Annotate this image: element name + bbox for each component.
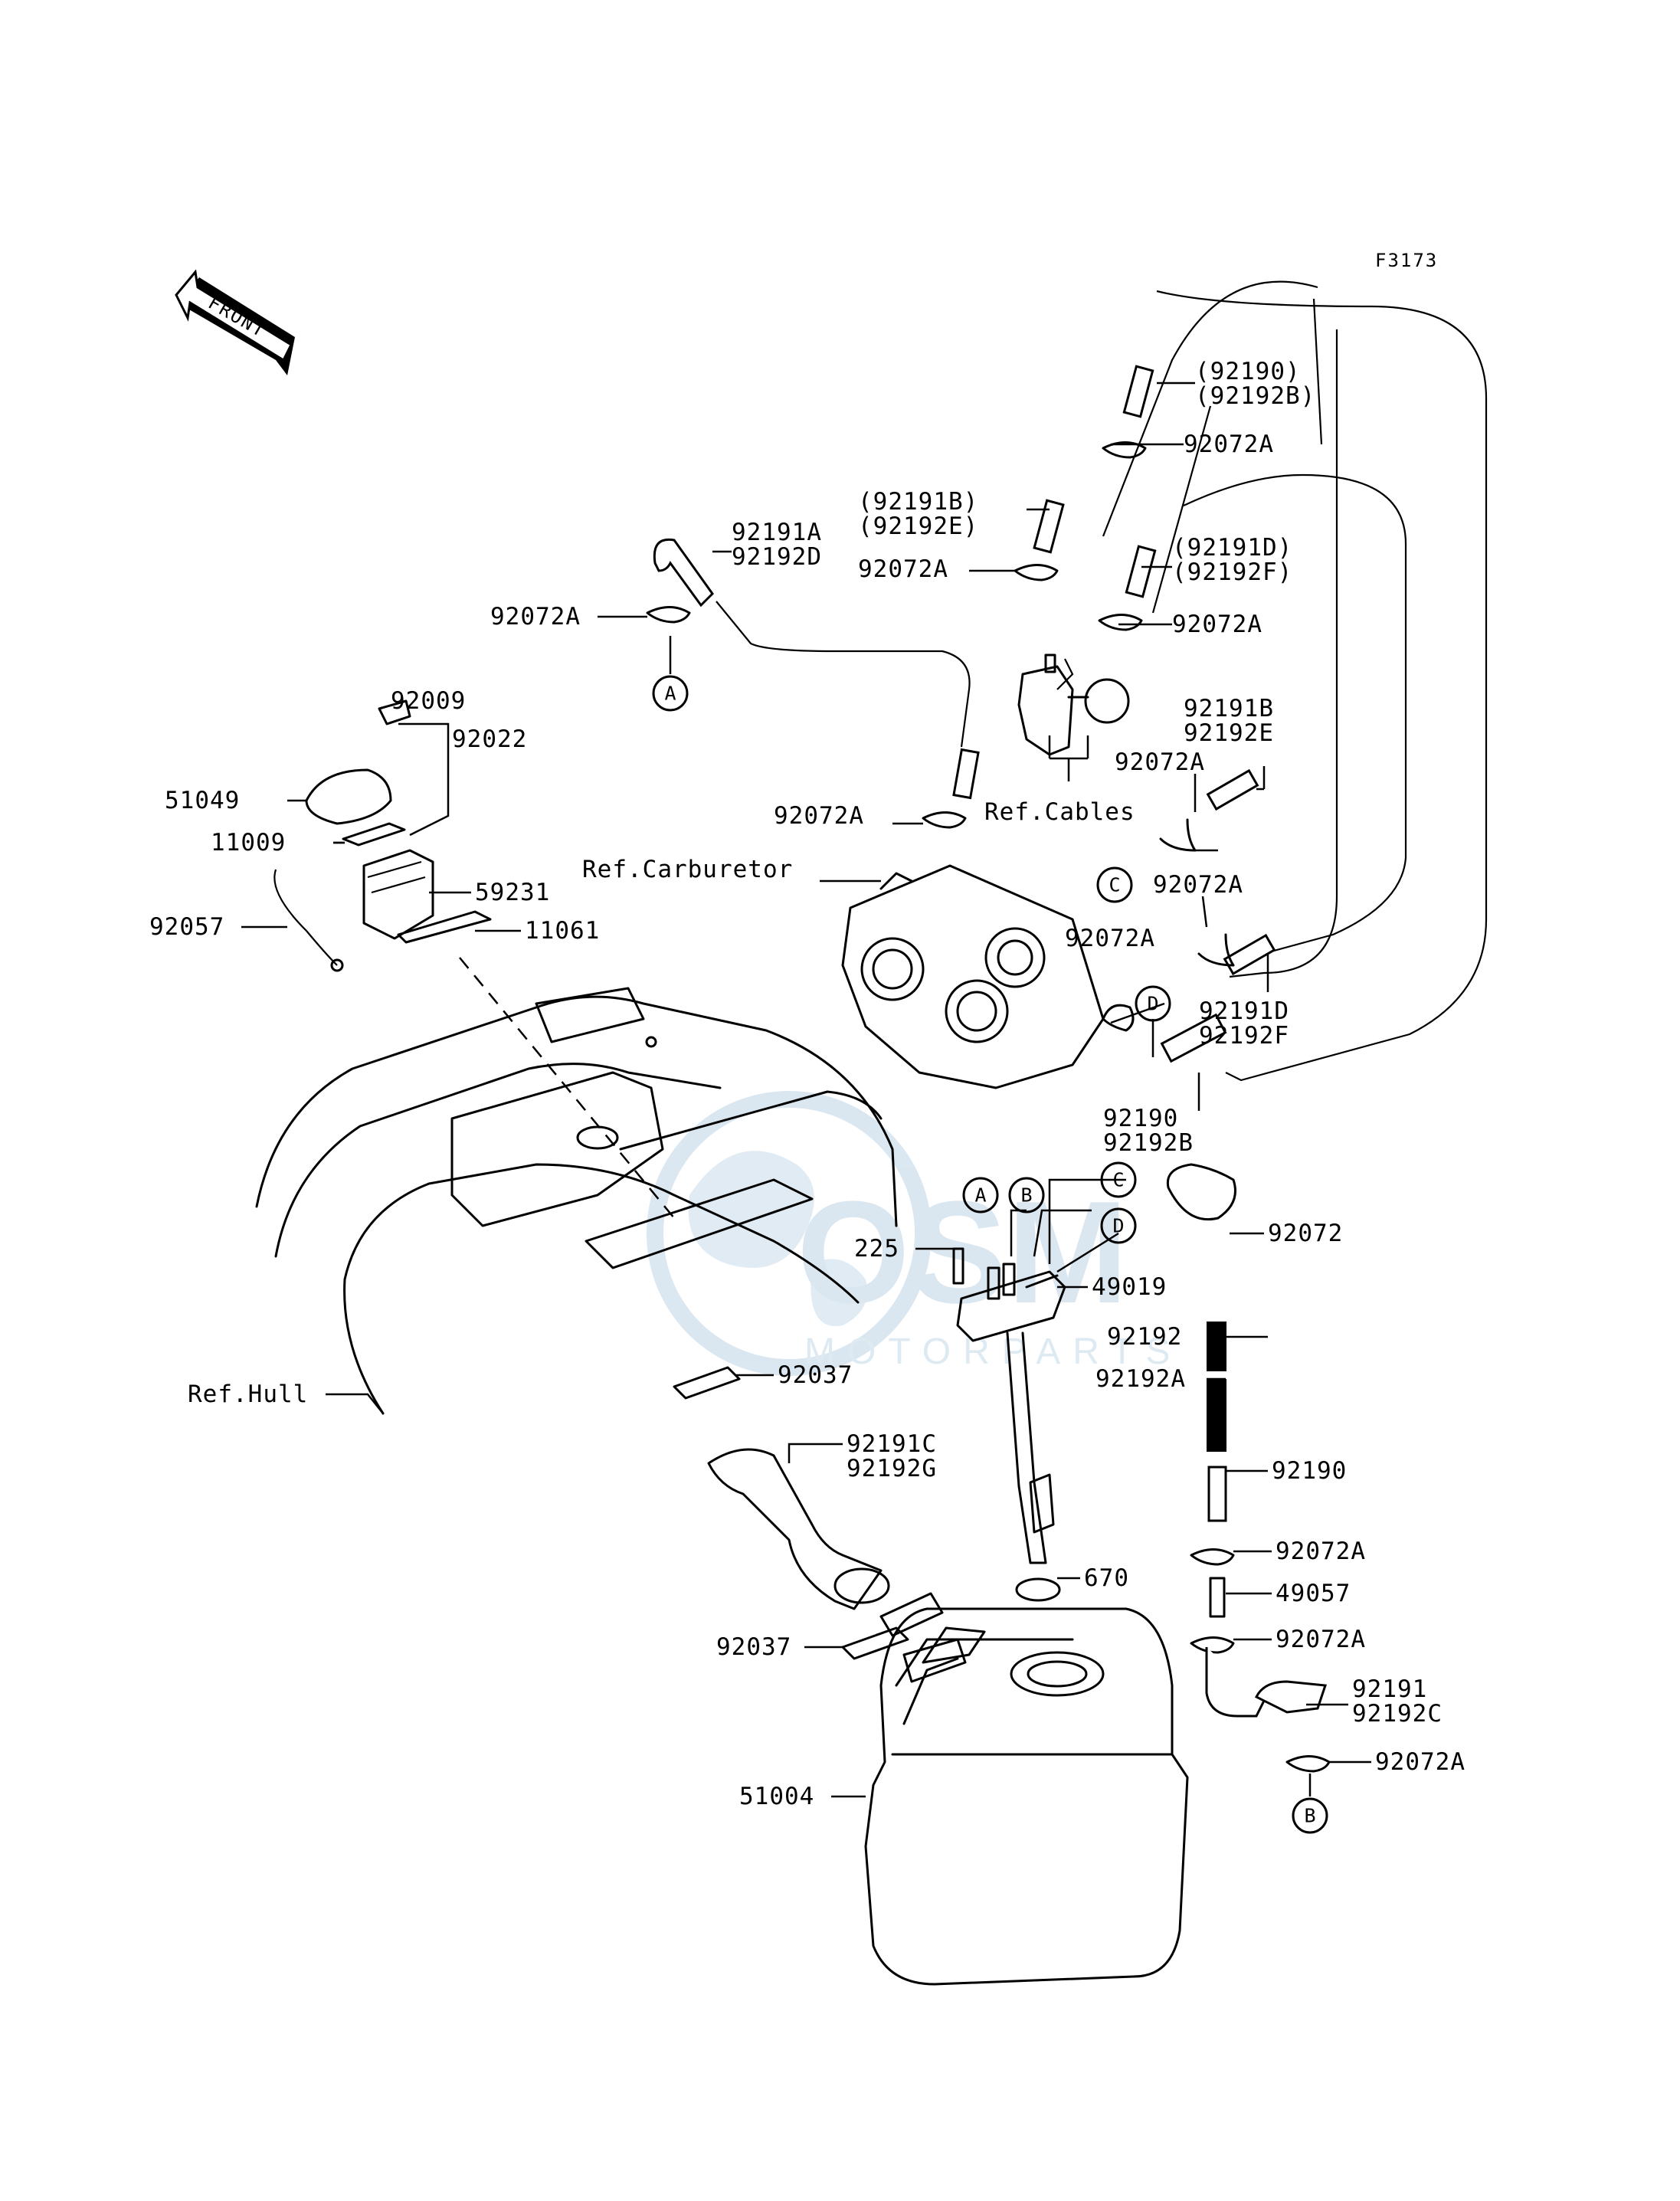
callout-markers: A C D A B C D B (652, 675, 1328, 1834)
part-label: 92192 (1107, 1323, 1182, 1351)
callout-a-top: A (652, 675, 689, 712)
part-label: 92072A (1172, 611, 1262, 638)
part-label: 92072A (1115, 748, 1205, 776)
part-label: 92192F (1199, 1022, 1289, 1050)
callout-b-bottom: B (1292, 1797, 1328, 1834)
front-arrow-icon: FRONT (175, 269, 295, 375)
callout-c-right: C (1096, 866, 1133, 903)
part-label: (92192E) (858, 513, 978, 540)
fuel-tank (864, 1592, 1189, 1986)
part-label: 225 (854, 1235, 899, 1263)
part-label: 92072A (1184, 431, 1274, 458)
watermark-subtitle: MOTORPARTS (804, 1331, 1182, 1372)
callout-d-right: D (1135, 985, 1171, 1022)
hose-pieces (952, 365, 1276, 1063)
part-label: Ref.Carburetor (582, 856, 793, 883)
svg-text:A: A (974, 1184, 986, 1207)
part-label: 92072A (1276, 1538, 1366, 1565)
part-label: 11009 (211, 829, 286, 856)
hull (255, 957, 898, 1415)
part-label: 92191C (847, 1430, 937, 1458)
callout-d-pickup: D (1100, 1207, 1137, 1244)
svg-text:C: C (1112, 1169, 1124, 1191)
svg-text:A: A (664, 683, 676, 705)
svg-text:B: B (1020, 1184, 1032, 1207)
part-label: 92037 (778, 1361, 853, 1389)
svg-text:C: C (1109, 874, 1120, 896)
part-labels: (92190) (92192B) 92072A (92191B) (92192E… (149, 358, 1465, 1810)
part-label: 92192B (1103, 1129, 1194, 1157)
part-label: (92191B) (858, 488, 978, 516)
part-label: 92192D (732, 543, 822, 571)
part-label: (92192F) (1172, 558, 1292, 586)
part-label: 59231 (475, 879, 550, 906)
filler-assembly (273, 699, 492, 972)
carburetor (841, 864, 1105, 1089)
callout-b-pickup: B (1008, 1177, 1045, 1213)
part-label: 92191A (732, 519, 822, 546)
callout-a-pickup: A (962, 1177, 999, 1213)
part-label: 92072A (1153, 871, 1243, 899)
part-label: 49019 (1092, 1273, 1167, 1301)
part-label: 92072A (1065, 925, 1155, 952)
svg-text:B: B (1304, 1805, 1315, 1827)
part-label: 670 (1084, 1564, 1129, 1592)
part-label: 92009 (391, 687, 466, 715)
part-label: 92191B (1184, 695, 1274, 722)
leader-lines (241, 382, 1371, 1798)
return-hoses (1056, 280, 1488, 1082)
part-label: 92192E (1184, 719, 1274, 747)
fuel-pump (1017, 653, 1130, 756)
part-label: 49057 (1276, 1580, 1351, 1607)
part-label: 92072A (774, 802, 864, 830)
part-label: 11061 (525, 917, 600, 945)
part-label: (92190) (1195, 358, 1301, 385)
callout-c-pickup: C (1100, 1161, 1137, 1198)
vent-hose (653, 538, 971, 748)
part-label: 92072A (490, 603, 581, 630)
part-label: 92022 (452, 725, 527, 753)
part-label: 92072A (858, 555, 948, 583)
part-label: (92191D) (1172, 534, 1292, 562)
part-label: 92037 (716, 1633, 791, 1661)
svg-text:D: D (1147, 993, 1158, 1015)
part-label: 92057 (149, 913, 224, 941)
part-label: 92192A (1095, 1365, 1186, 1393)
part-label: 51049 (165, 787, 240, 814)
svg-text:D: D (1112, 1215, 1124, 1237)
fuel-pickup (952, 1247, 1066, 1602)
filler-hose (673, 1366, 909, 1660)
part-label: 92190 (1272, 1457, 1347, 1485)
part-label: 92192G (847, 1455, 937, 1482)
part-label: (92192B) (1195, 382, 1315, 410)
part-label: 51004 (739, 1783, 814, 1810)
figure-code: F3173 (1375, 250, 1438, 271)
part-label: 92192C (1352, 1700, 1443, 1728)
part-label: 92191 (1352, 1675, 1427, 1703)
part-label: 92072A (1276, 1626, 1366, 1653)
part-label: 92072 (1268, 1220, 1343, 1247)
hose-clips (646, 441, 1331, 1773)
part-label: 92072A (1375, 1748, 1465, 1776)
part-label: 92191D (1199, 997, 1289, 1025)
part-label: 92190 (1103, 1105, 1178, 1132)
part-label: Ref.Cables (984, 798, 1135, 826)
part-label: Ref.Hull (188, 1381, 308, 1408)
